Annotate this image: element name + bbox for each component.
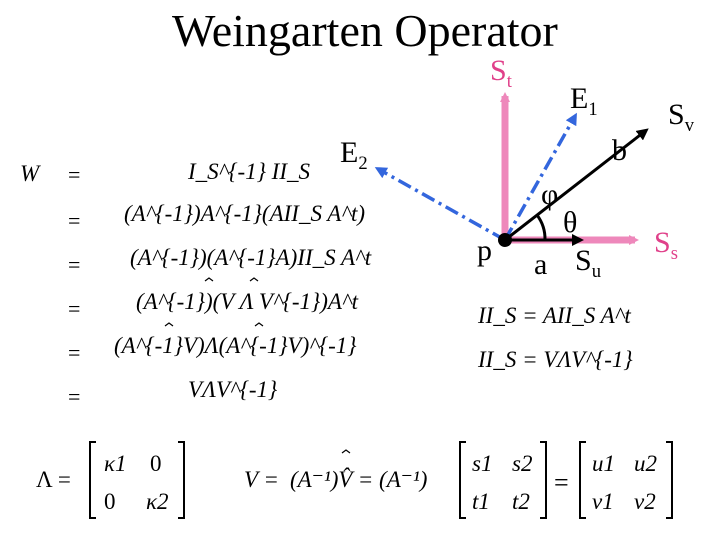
v-eq-sign: = [554, 468, 569, 497]
lambda-m22: κ2 [146, 489, 169, 514]
label-p: p [477, 234, 492, 267]
page-title: Weingarten Operator [172, 5, 558, 56]
v-matrix-brackets-1 [459, 441, 547, 519]
lambda-lhs: Λ = [36, 467, 71, 492]
lambda-m11: κ1 [104, 451, 127, 476]
label-st: St [490, 54, 512, 92]
theta-arc [535, 214, 547, 241]
equation-row-1: I_S^{-1} II_S [188, 159, 310, 184]
v1-m21: t1 [472, 489, 490, 514]
lambda-m12: 0 [150, 451, 162, 476]
label-theta: θ [563, 206, 578, 239]
eq-sign-6: = [68, 384, 81, 409]
v-lhs: V = [244, 467, 279, 492]
lambda-m21: 0 [104, 489, 116, 514]
b-vector [504, 128, 649, 242]
equation-row-4: (A^{-1})(V Λ V^{-1})A^t [136, 289, 359, 314]
label-sv: Sv [668, 98, 694, 136]
equation-row-2: (A^{-1})A^{-1}(AII_S A^t) [124, 201, 366, 226]
eq-sign-5: = [68, 340, 81, 365]
v1-m11: s1 [472, 451, 493, 476]
v-matrix-brackets-2 [579, 441, 673, 519]
label-phi: φ [541, 178, 559, 211]
label-a: a [534, 248, 548, 281]
equation-right-1: II_S = AII_S A^t [478, 303, 631, 328]
decorative-hats [164, 277, 351, 454]
equation-row-3: (A^{-1})(A^{-1}A)II_S A^t [130, 245, 372, 270]
label-e2: E2 [340, 136, 368, 174]
eq-sign-3: = [68, 252, 81, 277]
equation-row-6: VΛV^{-1} [188, 377, 278, 402]
eq-sign-2: = [68, 208, 81, 233]
v1-m22: t2 [512, 489, 530, 514]
v1-m12: s2 [512, 451, 533, 476]
lambda-matrix-brackets [89, 441, 185, 519]
eq-sign-4: = [68, 296, 81, 321]
eq-sign-1: = [68, 162, 81, 187]
label-su: Su [575, 244, 601, 282]
v2-m21: v1 [592, 489, 614, 514]
point-p [498, 233, 512, 247]
equation-row-5: (A^{-1}V)Λ(A^{-1}V)^{-1} [114, 333, 357, 358]
v2-m22: v2 [634, 489, 656, 514]
label-b: b [612, 134, 627, 167]
e2-vector [374, 167, 506, 242]
label-e1: E1 [570, 82, 598, 120]
v2-m12: u2 [634, 451, 657, 476]
v2-m11: u1 [592, 451, 615, 476]
e1-vector [503, 112, 577, 241]
equation-right-2: II_S = VΛV^{-1} [478, 347, 633, 372]
v-middle: (A⁻¹)V̂ = (A⁻¹) [290, 467, 428, 492]
label-ss: Ss [654, 226, 678, 264]
lhs-w: W [20, 161, 40, 186]
